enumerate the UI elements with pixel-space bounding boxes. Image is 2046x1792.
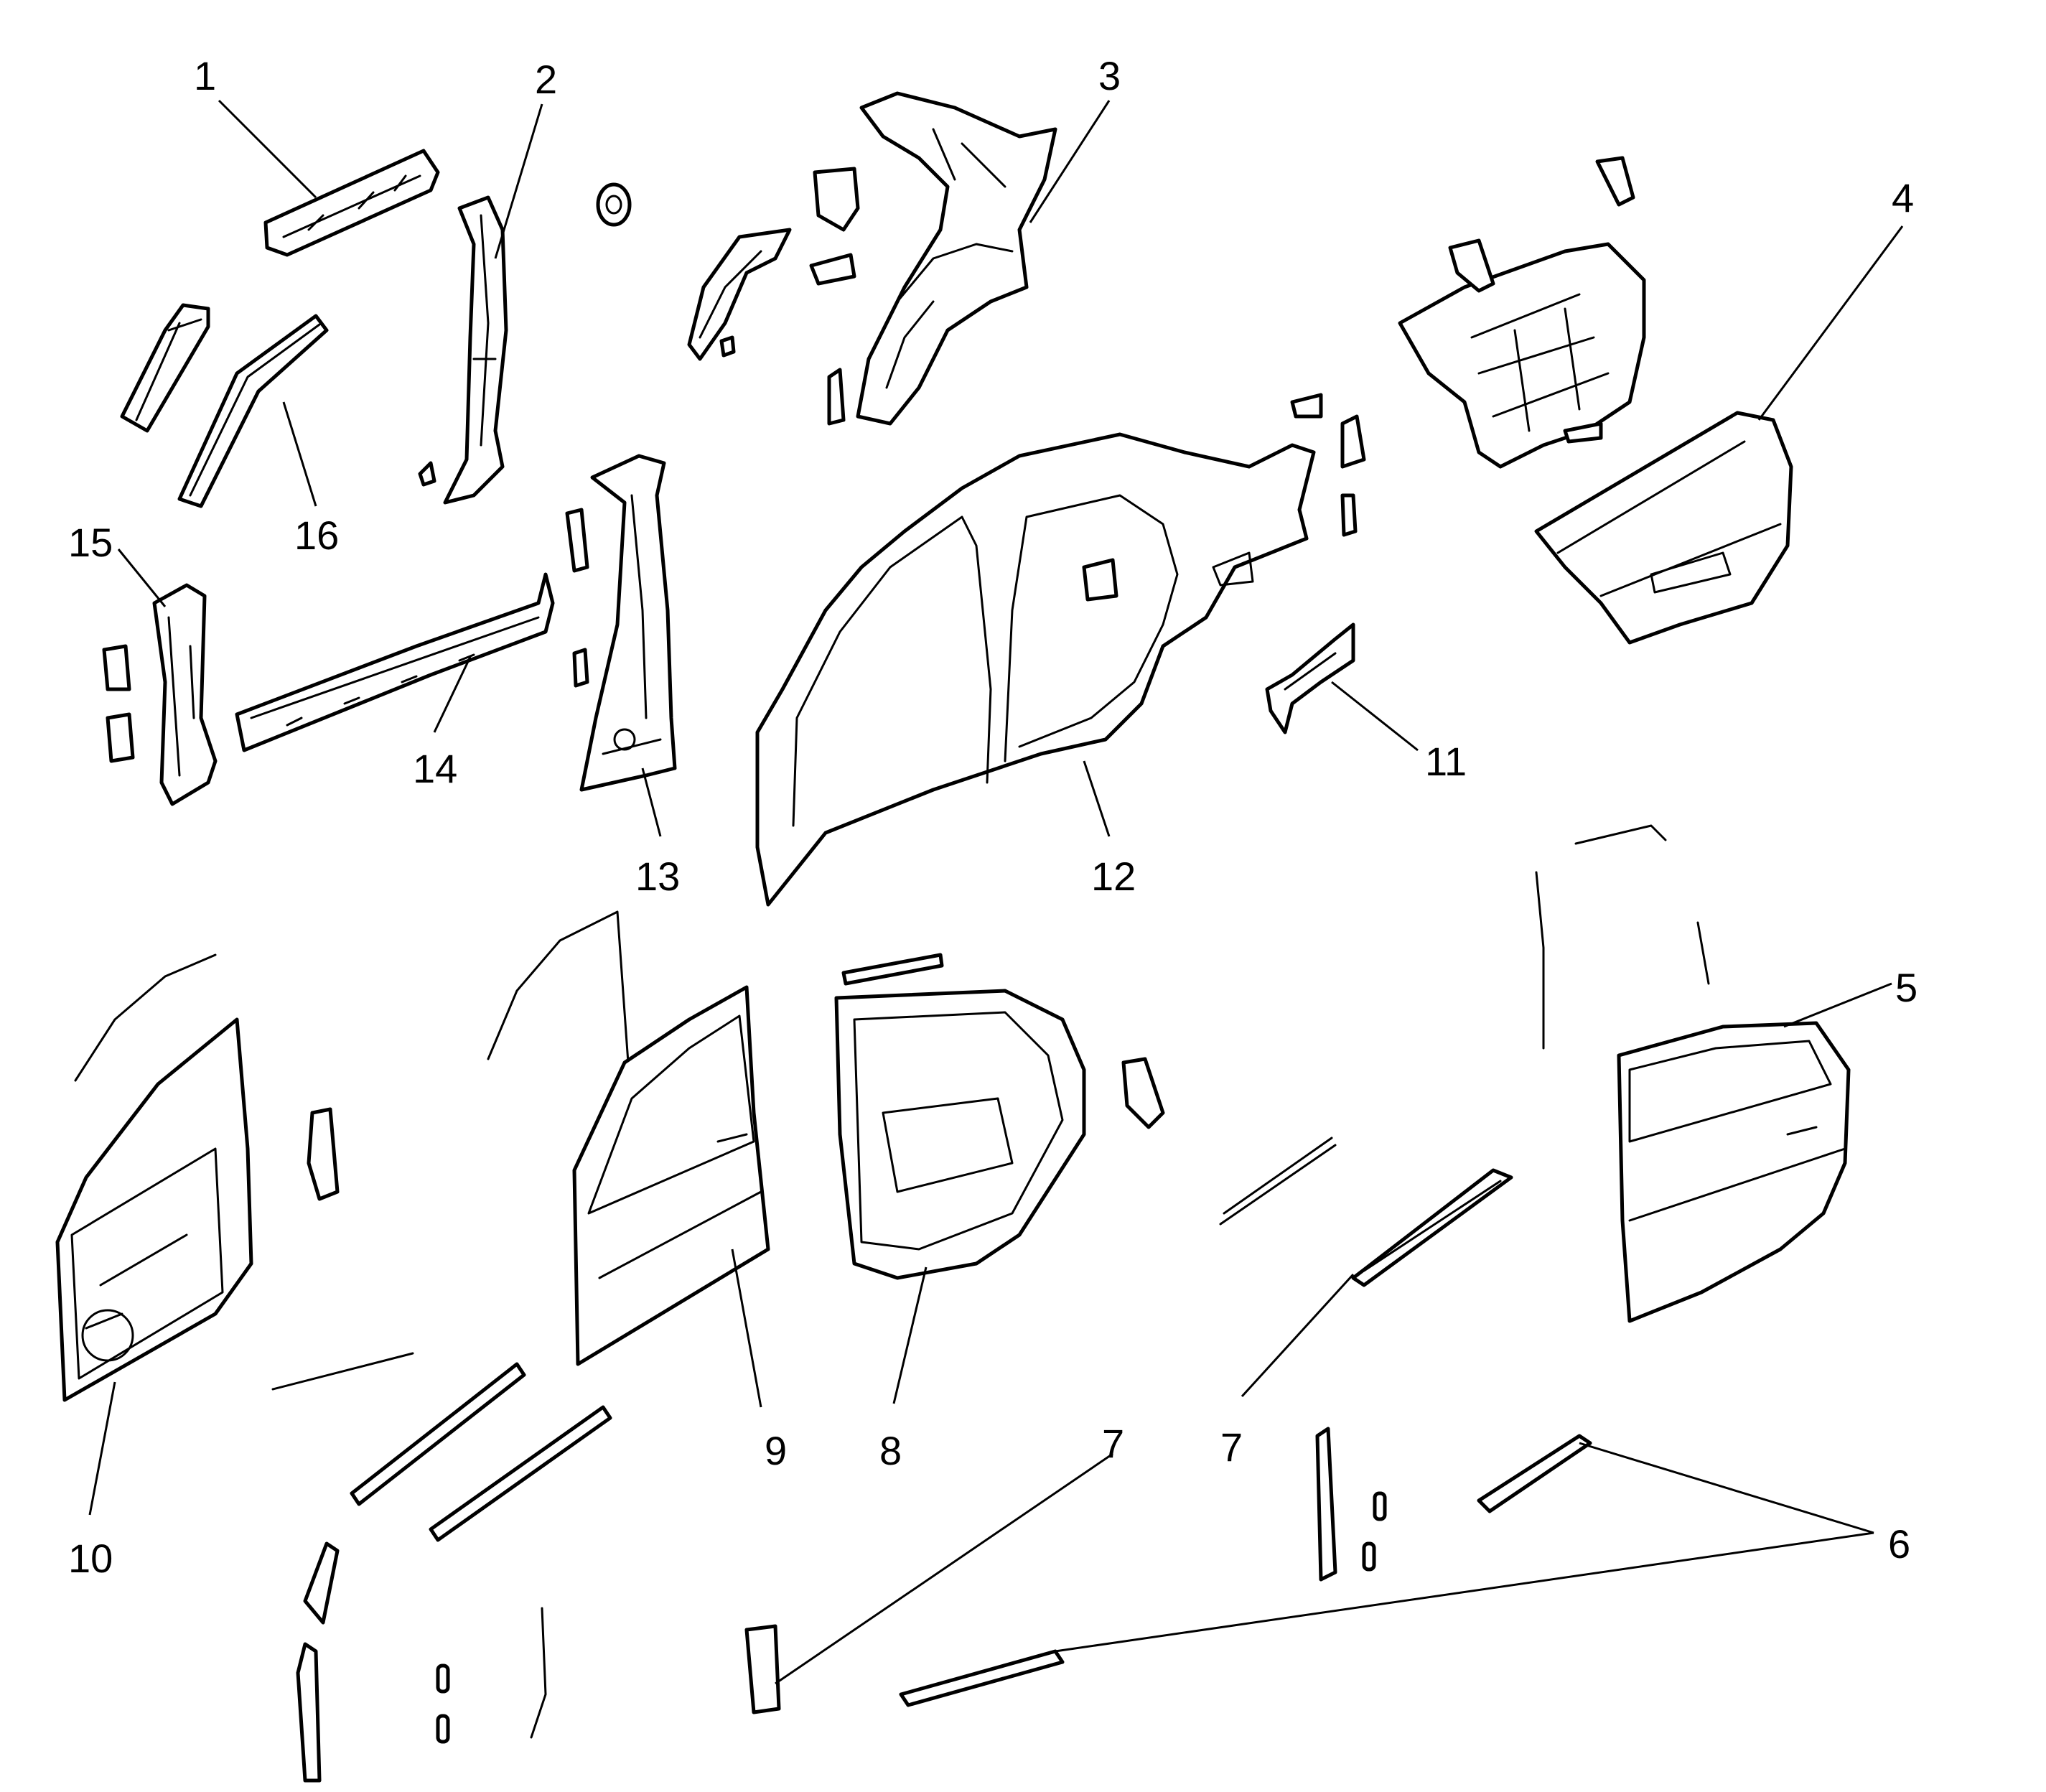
door-front-window-channel-right — [487, 910, 630, 1064]
callout-8: 8 — [879, 1428, 902, 1473]
hinge-pillar-brackets — [102, 644, 135, 763]
door-beams-left — [271, 1352, 612, 1542]
part-14-rocker-inner-panel — [235, 572, 555, 752]
deck-lid-inner-panel — [1398, 242, 1646, 469]
callout-4: 4 — [1892, 175, 1914, 220]
callout-7-right: 7 — [1220, 1424, 1243, 1470]
body-side-hinge-bracket — [1082, 558, 1118, 602]
rear-door-top-molding — [841, 953, 944, 986]
part-8-rear-door-inner — [834, 989, 1086, 1280]
quarter-inner-bracket-a — [687, 228, 792, 361]
callout-10: 10 — [68, 1536, 113, 1581]
part-7-door-reinforcement-bottom — [744, 1624, 781, 1714]
callout-5: 5 — [1895, 965, 1917, 1010]
rocker-small-brackets — [565, 508, 589, 688]
door-beam-upper-right — [1219, 1137, 1337, 1226]
callout-12: 12 — [1091, 854, 1136, 899]
part-6-door-impact-beam-lower — [899, 1649, 1065, 1707]
part-4-deck-lid-outer — [1534, 411, 1793, 645]
part-16-windshield-pillar — [177, 314, 329, 508]
part-1-roof-rail-reinforcement — [263, 149, 440, 257]
callout-3: 3 — [1098, 53, 1121, 98]
callout-14: 14 — [413, 746, 457, 791]
part-9-front-door-outer — [572, 985, 770, 1366]
part-5-rear-door-outer — [1617, 1021, 1851, 1323]
part-15-hinge-pillar — [152, 583, 218, 806]
callout-15: 15 — [68, 520, 113, 565]
round-mount-bracket — [596, 182, 632, 227]
rear-door-hinge-bracket — [1121, 1057, 1165, 1129]
callout-7-bottom: 7 — [1102, 1421, 1124, 1466]
leader-lines — [88, 99, 1904, 1685]
part-3-quarter-inner-panel — [856, 91, 1057, 426]
quarter-inner-bracket-b — [719, 167, 860, 426]
callout-9: 9 — [765, 1428, 787, 1473]
callout-11: 11 — [1425, 739, 1467, 784]
part-12-body-side-outer — [755, 432, 1316, 907]
callout-16: 16 — [294, 513, 339, 558]
callout-6: 6 — [1888, 1521, 1910, 1567]
part-11-quarter-lower-bracket — [1265, 622, 1355, 734]
callout-1: 1 — [194, 53, 216, 98]
part-10-front-door-inner — [55, 1017, 253, 1402]
part-6-door-impact-beam-upper — [1477, 1434, 1592, 1513]
callout-2: 2 — [535, 57, 557, 102]
deck-lid-hinge-brackets — [1290, 156, 1635, 537]
front-door-hinge-bracket — [307, 1107, 340, 1201]
small-pillar-upper-bracket — [120, 303, 210, 433]
part-7-door-reinforcement-right — [1351, 1168, 1513, 1287]
door-front-window-channel-left — [74, 953, 217, 1082]
callout-labels: 1 2 3 4 5 6 7 7 8 9 10 11 12 13 14 15 16 — [68, 53, 1917, 1581]
callout-13: 13 — [635, 854, 680, 899]
part-2-center-pillar-inner — [418, 195, 508, 505]
part-13-center-pillar-reinforcement — [579, 454, 677, 792]
rear-door-window-trims — [1535, 824, 1710, 1050]
misc-bottom-clips — [296, 1427, 1387, 1783]
